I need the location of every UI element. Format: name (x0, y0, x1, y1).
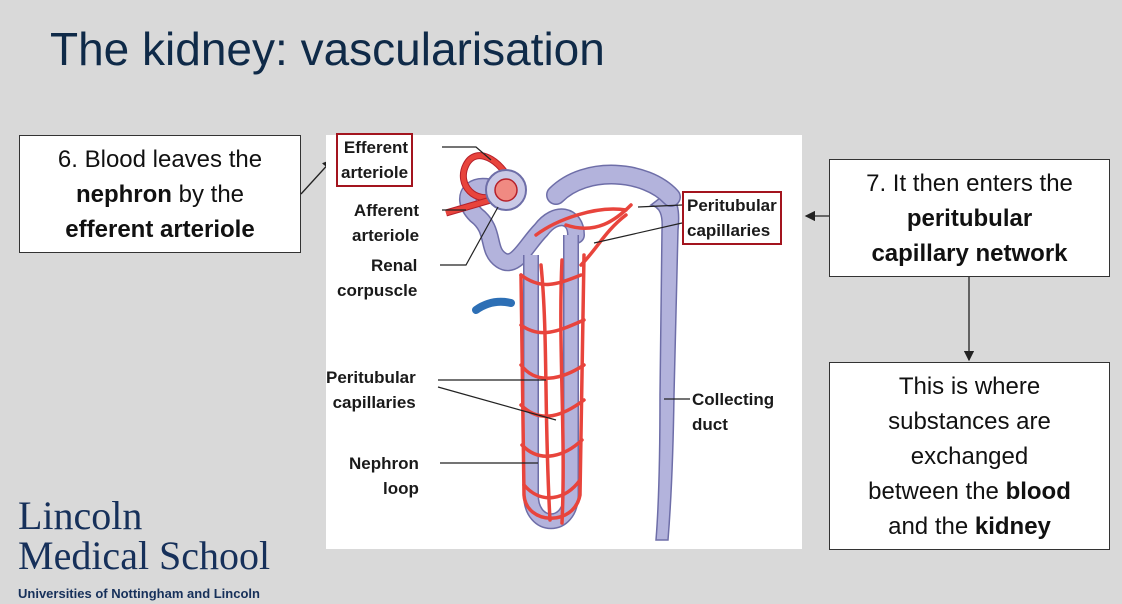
nephron-diagram: Efferent arteriole Afferent arteriole Re… (326, 133, 802, 549)
label-efferent-arteriole: Efferent arteriole (336, 133, 414, 187)
collecting-duct-shape (649, 194, 680, 541)
label-peritubular-capillaries-left: Peritubular capillaries (326, 368, 416, 412)
exchange-line5: and the (888, 513, 975, 540)
nephron-illustration (445, 152, 681, 541)
logo-line2: Medical School (18, 533, 271, 578)
exchange-line1: This is where (898, 373, 1041, 400)
label-collecting-duct: Collecting duct (692, 390, 775, 434)
logo-line3: Universities of Nottingham and Lincoln (18, 586, 260, 601)
exchange-line3: exchanged (910, 443, 1029, 470)
exchange-bold-kidney: kidney (974, 513, 1051, 540)
step-7-bold-network: capillary network (871, 240, 1068, 267)
slide-title: The kidney: vascularisation (50, 23, 605, 75)
label-renal-corpuscle: Renal corpuscle (337, 256, 418, 300)
step-6-mid: by the (171, 181, 245, 208)
step-6-bold-arteriole: efferent arteriole (65, 216, 255, 243)
exchange-callout: This is where substances are exchanged b… (829, 362, 1110, 550)
renal-vein-shape (472, 297, 515, 314)
label-nephron-loop: Nephron loop (349, 454, 419, 498)
step-7-callout: 7. It then enters the peritubular capill… (829, 159, 1110, 277)
step-6-bold-nephron: nephron (75, 181, 172, 208)
exchange-line4: between the (868, 478, 1006, 505)
step-7-bold-peritubular: peritubular (906, 205, 1033, 232)
exchange-line2: substances are (888, 408, 1051, 435)
lincoln-medical-school-logo: Lincoln Medical School Universities of N… (18, 493, 271, 602)
label-afferent-arteriole: Afferent arteriole (352, 201, 420, 245)
exchange-bold-blood: blood (1005, 478, 1071, 505)
step-7-line1: 7. It then enters the (866, 170, 1073, 197)
step-6-line1: 6. Blood leaves the (57, 146, 263, 173)
label-peritubular-capillaries-top: Peritubular capillaries (682, 191, 782, 245)
step-6-callout: 6. Blood leaves the nephron by the effer… (19, 135, 301, 253)
logo-line1: Lincoln (18, 493, 143, 538)
